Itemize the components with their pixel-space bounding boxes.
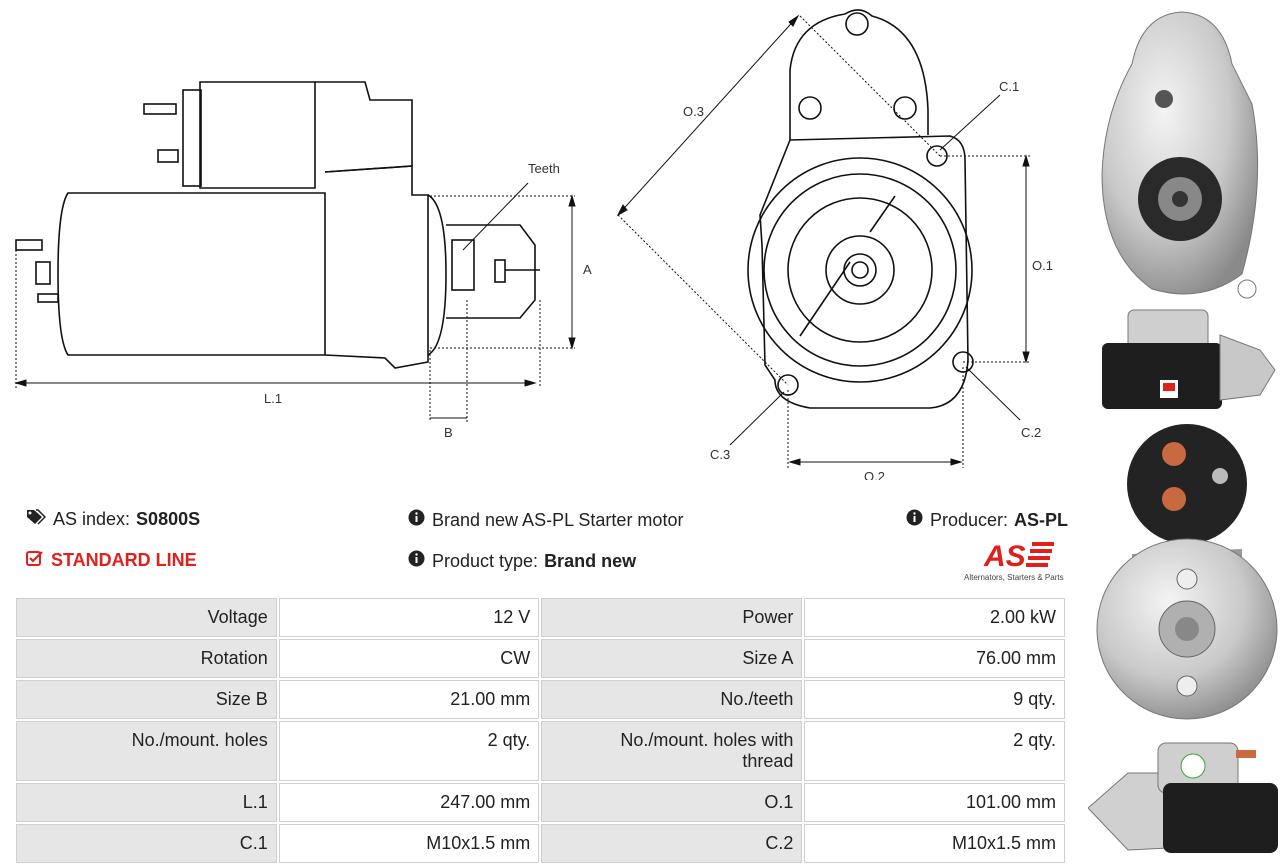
- spec-label: Size B: [16, 680, 277, 719]
- logo-tagline: Alternators, Starters & Parts: [964, 573, 1064, 582]
- spec-label: No./mount. holes: [16, 721, 277, 781]
- tags-icon: [26, 509, 47, 530]
- as-index-row: AS index: S0800S: [26, 509, 200, 530]
- product-description: Brand new AS-PL Starter motor: [432, 509, 684, 530]
- table-row: Rotation CW Size A 76.00 mm: [16, 639, 1065, 678]
- description-row: Brand new AS-PL Starter motor: [408, 509, 683, 531]
- spec-value: 247.00 mm: [278, 783, 540, 822]
- as-index-label: AS index:: [53, 509, 131, 529]
- spec-label: L.1: [16, 783, 277, 822]
- teeth-label: Teeth: [528, 161, 560, 176]
- spec-value: CW: [278, 639, 540, 678]
- producer-value: AS-PL: [1014, 509, 1069, 530]
- info-icon: [906, 509, 923, 531]
- dimension-o3-label: O.3: [683, 104, 704, 119]
- dimension-a-label: A: [583, 262, 592, 277]
- product-type-row: Product type: Brand new: [408, 550, 636, 572]
- spec-label: C.1: [16, 824, 277, 863]
- table-row: L.1 247.00 mm O.1 101.00 mm: [16, 783, 1065, 822]
- spec-value: 9 qty.: [804, 680, 1065, 719]
- spec-label: Voltage: [16, 598, 277, 637]
- product-photo-angle[interactable]: [1088, 738, 1284, 858]
- checkbox-icon: [26, 550, 44, 571]
- info-icon: [408, 509, 425, 531]
- spec-value: M10x1.5 mm: [804, 824, 1065, 863]
- product-type-label: Product type:: [432, 550, 539, 571]
- table-row: Size B 21.00 mm No./teeth 9 qty.: [16, 680, 1065, 719]
- table-row: C.1 M10x1.5 mm C.2 M10x1.5 mm: [16, 824, 1065, 863]
- dimension-c3-label: C.3: [710, 447, 730, 462]
- spec-label: O.1: [541, 783, 803, 822]
- spec-value: 21.00 mm: [278, 680, 540, 719]
- table-row: No./mount. holes 2 qty. No./mount. holes…: [16, 721, 1065, 781]
- specs-table: Voltage 12 V Power 2.00 kW Rotation CW S…: [14, 596, 1067, 865]
- spec-label: Size A: [541, 639, 803, 678]
- table-row: Voltage 12 V Power 2.00 kW: [16, 598, 1065, 637]
- product-photo-rear[interactable]: [1092, 424, 1282, 724]
- spec-value: 12 V: [278, 598, 540, 637]
- spec-label: C.2: [541, 824, 803, 863]
- spec-value: 2.00 kW: [804, 598, 1065, 637]
- product-type-value: Brand new: [544, 550, 637, 571]
- svg-text:AS: AS: [983, 540, 1026, 573]
- producer-row: Producer: AS-PL: [906, 509, 1068, 531]
- info-icon: [408, 550, 425, 572]
- dimension-l1-label: L.1: [264, 391, 282, 406]
- standard-line-row: STANDARD LINE: [26, 550, 197, 571]
- spec-value: M10x1.5 mm: [278, 824, 540, 863]
- spec-label: Power: [541, 598, 803, 637]
- spec-label: No./teeth: [541, 680, 803, 719]
- product-photo-front[interactable]: [1092, 4, 1282, 304]
- standard-line-label: STANDARD LINE: [51, 550, 197, 570]
- spec-value: 2 qty.: [278, 721, 540, 781]
- spec-value: 76.00 mm: [804, 639, 1065, 678]
- spec-label: Rotation: [16, 639, 277, 678]
- spec-value: 2 qty.: [804, 721, 1065, 781]
- dimension-o1-label: O.1: [1032, 258, 1053, 273]
- producer-label: Producer:: [930, 509, 1009, 530]
- dimension-b-label: B: [444, 425, 453, 440]
- dimension-c1-label: C.1: [999, 79, 1019, 94]
- product-photo-side[interactable]: [1090, 305, 1280, 410]
- dimension-c2-label: C.2: [1021, 425, 1041, 440]
- as-index-value: S0800S: [136, 509, 201, 529]
- spec-value: 101.00 mm: [804, 783, 1065, 822]
- dimension-o2-label: O.2: [864, 469, 885, 480]
- technical-drawing: Teeth A L.1 B: [14, 9, 1053, 480]
- as-pl-logo: AS: [983, 540, 1054, 573]
- spec-label: No./mount. holes with thread: [541, 721, 803, 781]
